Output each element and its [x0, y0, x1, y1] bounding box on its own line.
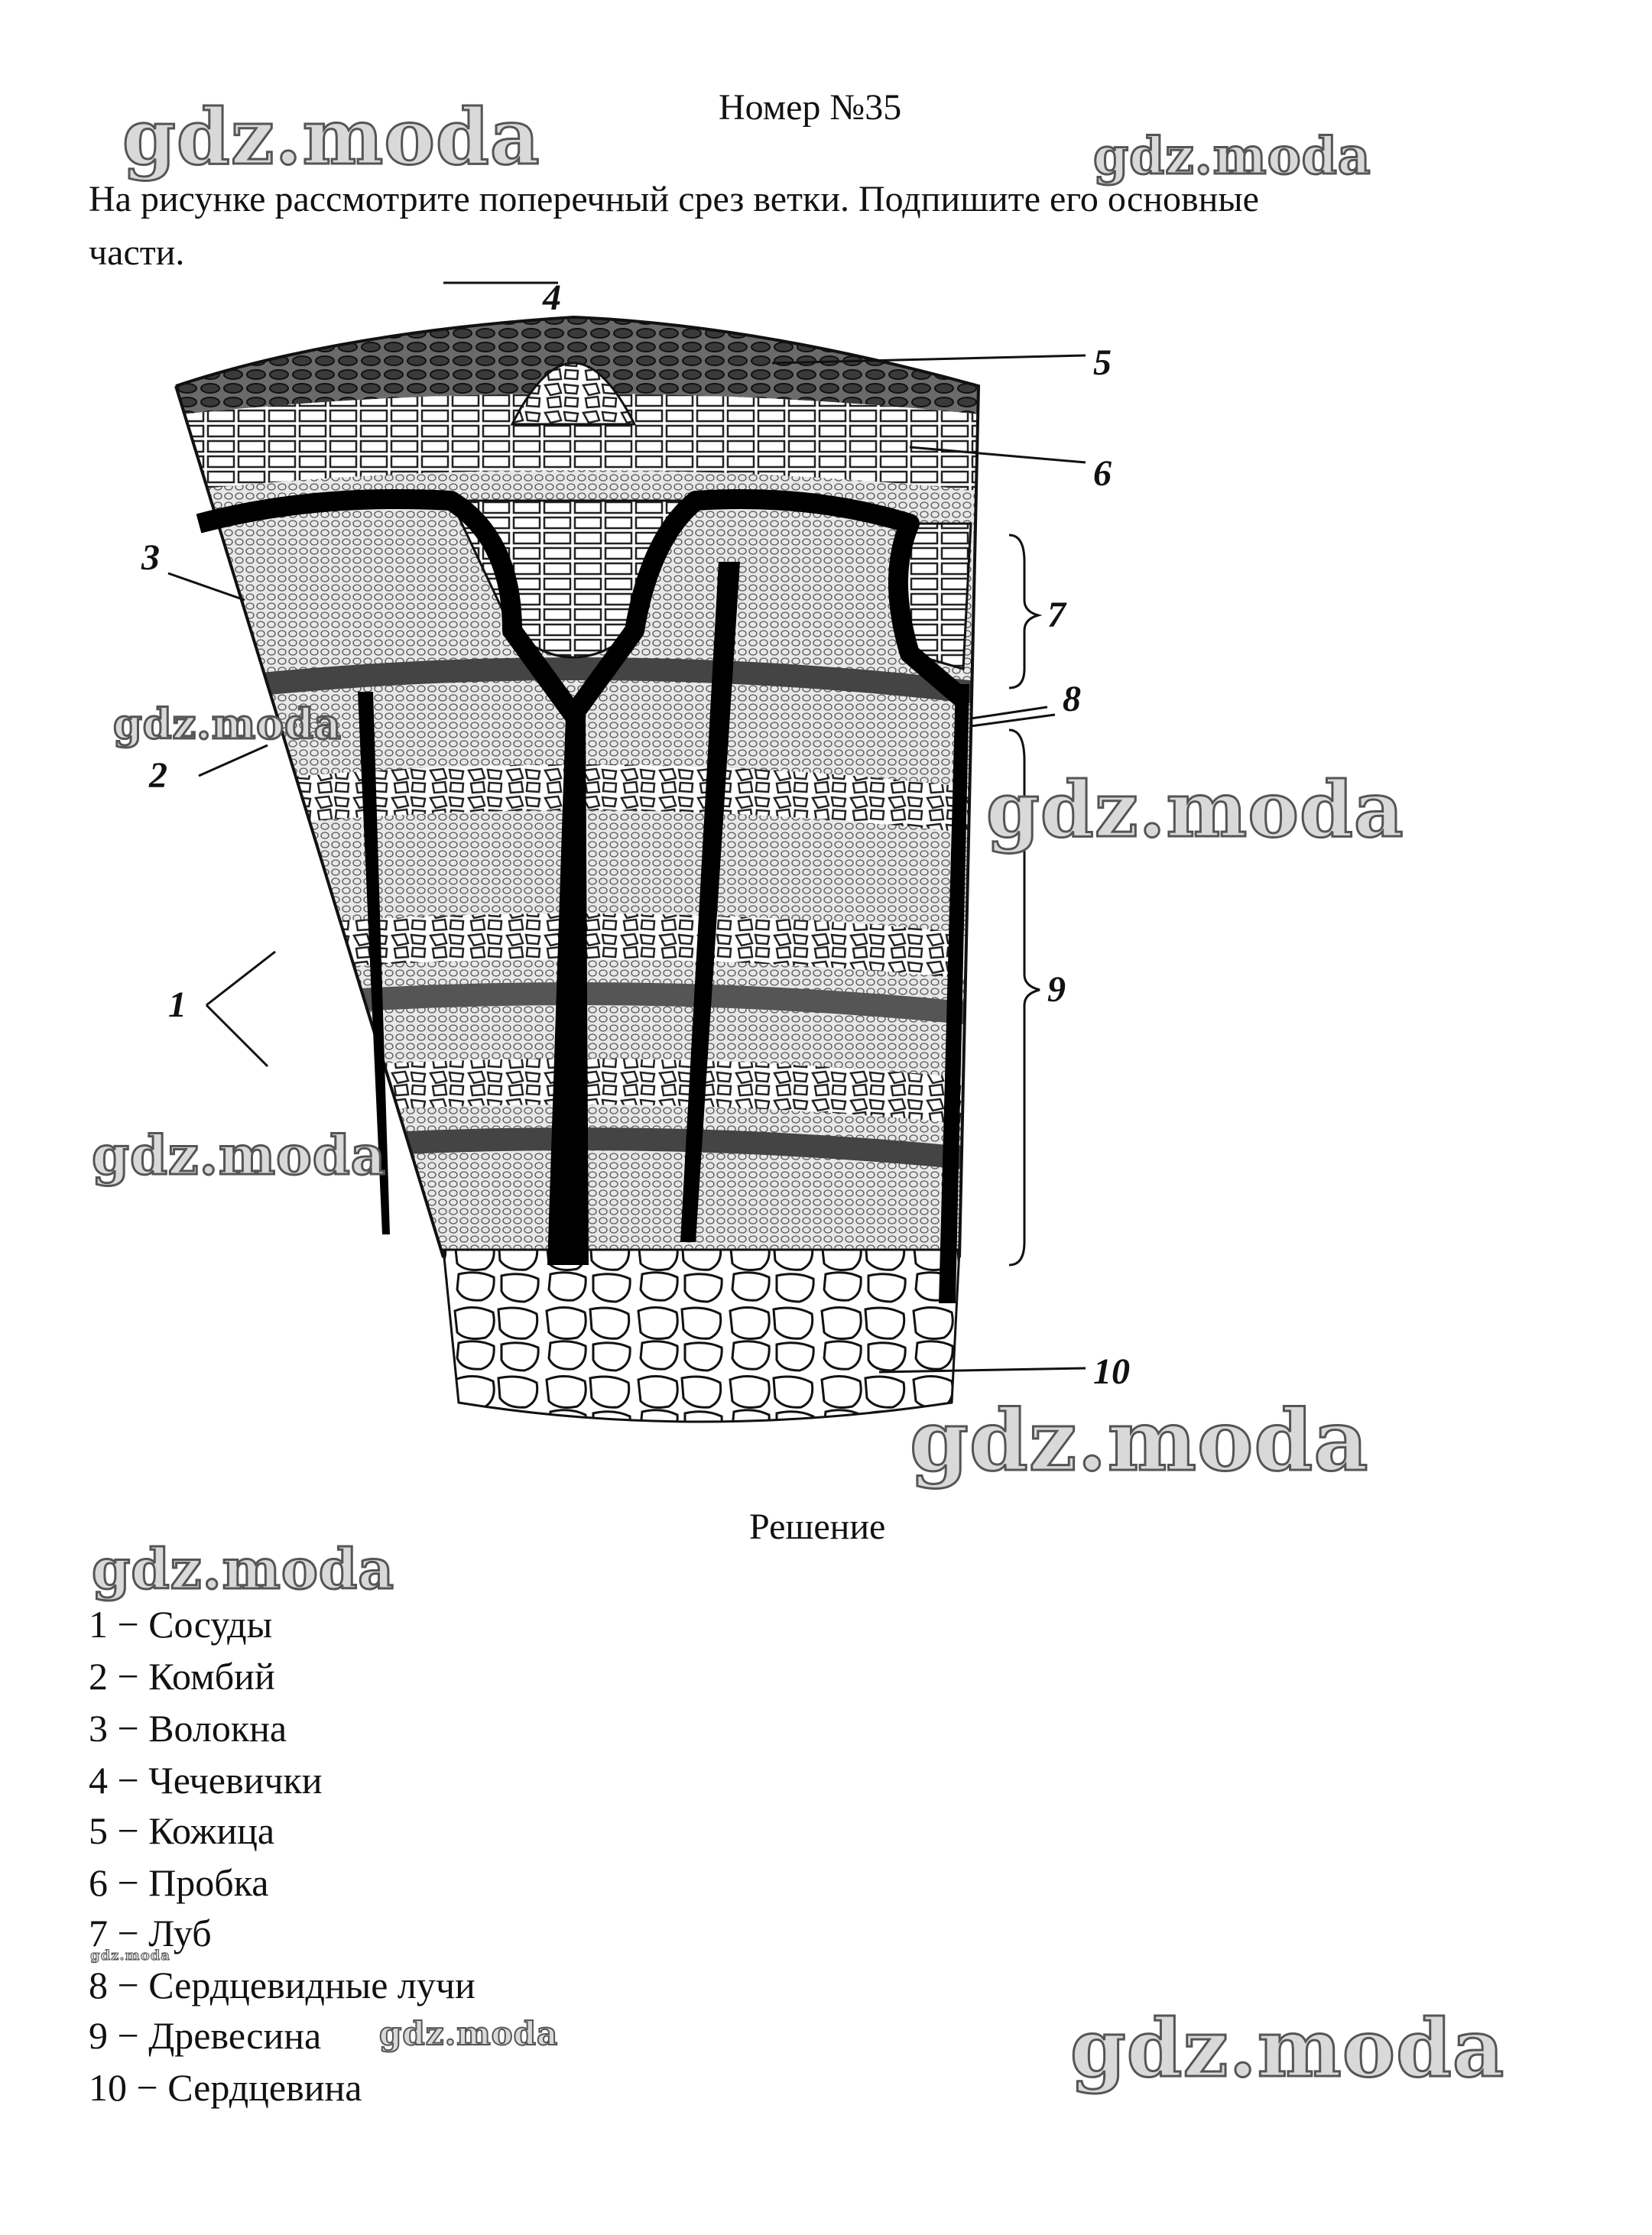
watermark: gdz.moda	[378, 2014, 559, 2053]
figure-label-2: 2	[148, 755, 167, 796]
watermark: gdz.moda	[985, 764, 1405, 856]
watermark: gdz.moda	[909, 1390, 1370, 1491]
list-item: 8 − Сердцевидные лучи	[89, 1964, 475, 2006]
watermark: gdz.moda	[122, 91, 541, 183]
figure-label-6: 6	[1093, 453, 1112, 494]
list-item: 7 − Луб	[89, 1912, 212, 1954]
figure-label-4: 4	[542, 277, 561, 318]
page-title: Номер №35	[719, 87, 902, 128]
figure-label-3: 3	[141, 537, 160, 578]
watermark: gdz.moda	[91, 1536, 395, 1603]
watermark: gdz.moda	[1069, 2000, 1505, 2097]
branch-cross-section-figure: 4 5 6 3 7 8 2 9 1 10	[141, 277, 1130, 1423]
watermark: gdz.moda	[1092, 125, 1372, 187]
figure-label-9: 9	[1047, 969, 1066, 1010]
list-item: 1 − Сосуды	[89, 1603, 273, 1646]
watermark: gdz.moda	[112, 699, 342, 750]
watermark: gdz.moda	[90, 1123, 387, 1189]
figure-label-8: 8	[1063, 679, 1081, 719]
figure-label-5: 5	[1093, 342, 1112, 383]
list-item: 4 − Чечевички	[89, 1759, 323, 1802]
list-item: 3 − Волокна	[89, 1707, 287, 1750]
figure-label-7: 7	[1047, 595, 1067, 635]
list-item: 10 − Сердцевина	[89, 2066, 362, 2109]
list-item: 5 − Кожица	[89, 1809, 275, 1852]
solution-heading: Решение	[749, 1507, 886, 1547]
figure-label-1: 1	[168, 985, 187, 1025]
watermark: gdz.moda	[90, 1948, 170, 1964]
task-text-line-2: части.	[89, 232, 185, 273]
figure-label-10: 10	[1093, 1351, 1130, 1392]
list-item: 2 − Комбий	[89, 1655, 275, 1698]
task-text-line-1: На рисунке рассмотрите поперечный срез в…	[89, 179, 1259, 219]
list-item: 6 − Пробка	[89, 1861, 269, 1904]
list-item: 9 − Древесина	[89, 2014, 322, 2057]
